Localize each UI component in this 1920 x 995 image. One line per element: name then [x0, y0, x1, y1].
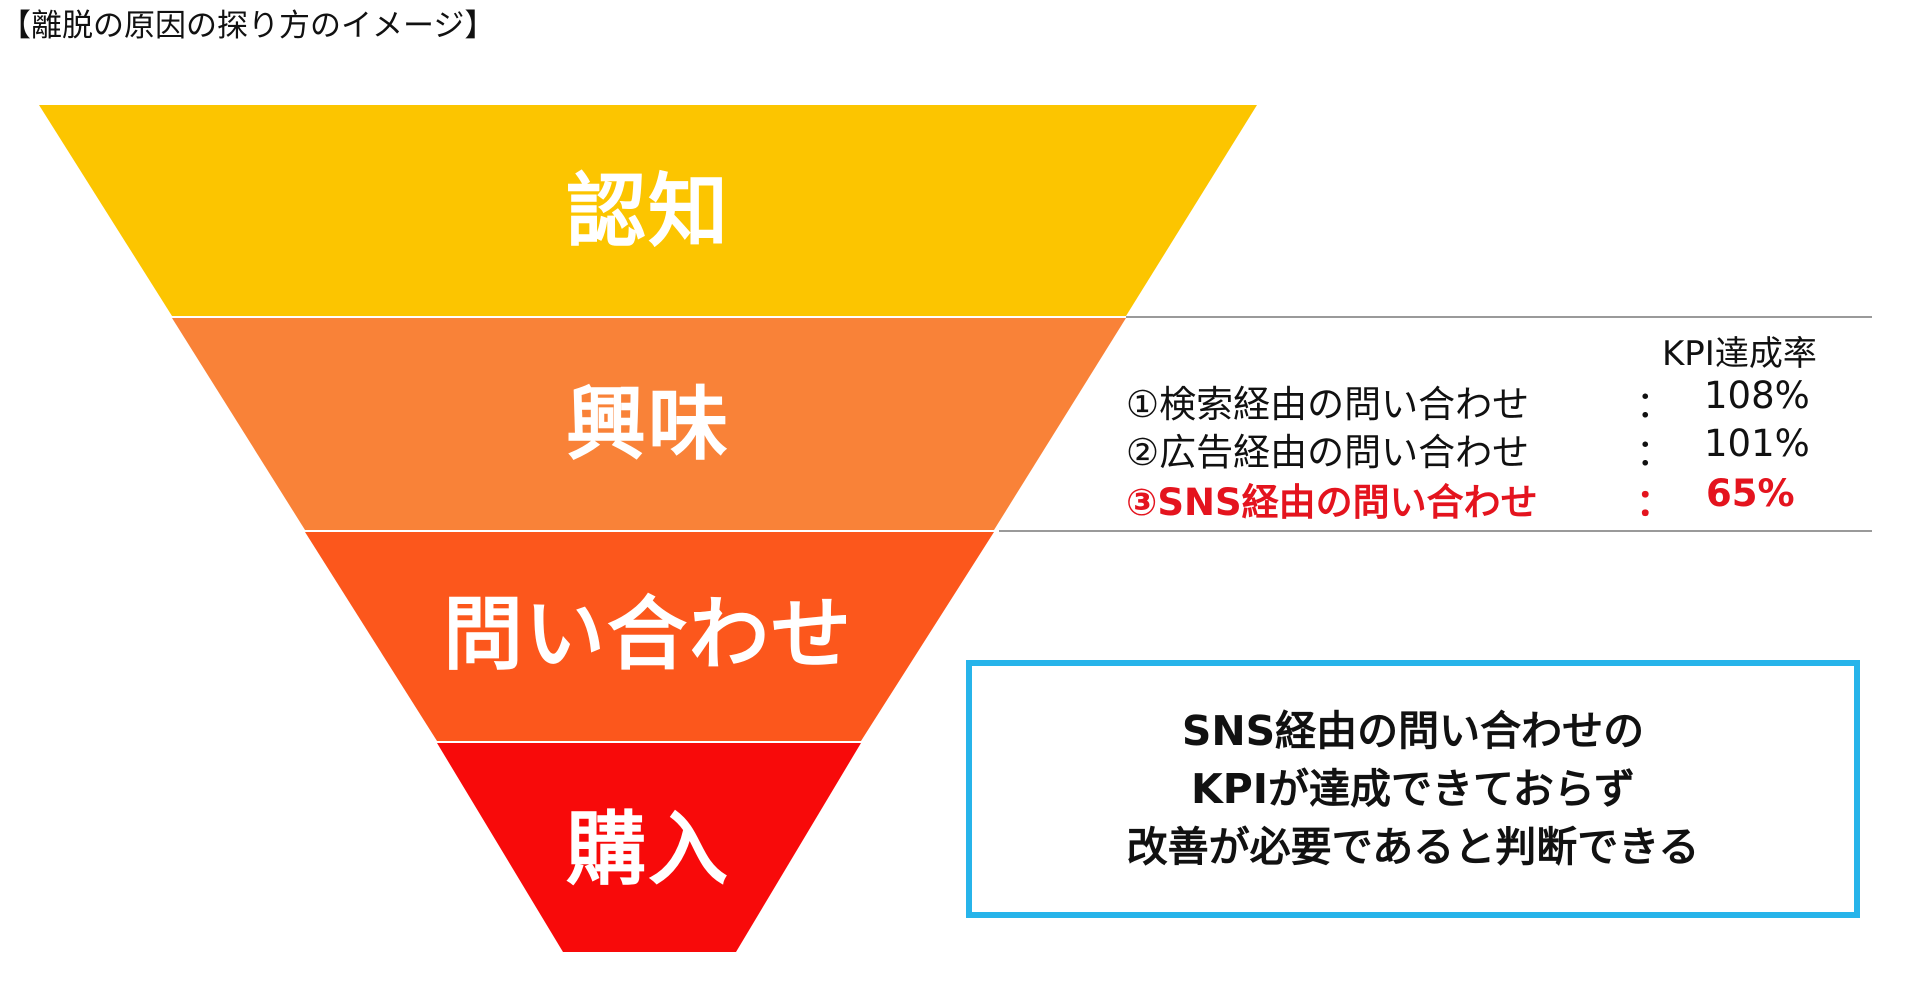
funnel-stage-awareness	[39, 105, 1257, 316]
funnel-label-awareness: 認知	[566, 165, 730, 258]
kpi-row-separator: ：	[1636, 431, 1673, 474]
kpi-row-value: 101%	[1704, 422, 1810, 465]
conclusion-line: SNS経由の問い合わせの	[1181, 707, 1645, 755]
funnel-label-interest: 興味	[566, 378, 730, 471]
kpi-row-label: ①検索経由の問い合わせ	[1126, 383, 1530, 426]
conclusion-line: KPIが達成できておらず	[1190, 765, 1636, 813]
kpi-header: KPI達成率	[1662, 334, 1817, 374]
funnel-stage-interest	[172, 318, 1126, 530]
funnel-stage-inquiry	[305, 532, 994, 741]
kpi-row-value: 65%	[1706, 472, 1795, 515]
kpi-row-label: ③SNS経由の問い合わせ	[1126, 481, 1538, 524]
funnel-label-inquiry: 問い合わせ	[443, 588, 853, 681]
conclusion-box: SNS経由の問い合わせの KPIが達成できておらず 改善が必要であると判断できる	[966, 660, 1860, 918]
kpi-row-separator: ：	[1636, 383, 1673, 426]
kpi-row-value: 108%	[1704, 374, 1810, 417]
divider-bottom	[999, 530, 1872, 532]
divider-top	[1126, 316, 1872, 318]
kpi-row-separator: ：	[1636, 481, 1673, 524]
conclusion-line: 改善が必要であると判断できる	[1126, 823, 1700, 871]
funnel-label-purchase: 購入	[566, 803, 730, 896]
diagram-title: 【離脱の原因の探り方のイメージ】	[0, 8, 496, 44]
funnel-stage-purchase	[437, 743, 861, 952]
kpi-row-label: ②広告経由の問い合わせ	[1126, 431, 1530, 474]
